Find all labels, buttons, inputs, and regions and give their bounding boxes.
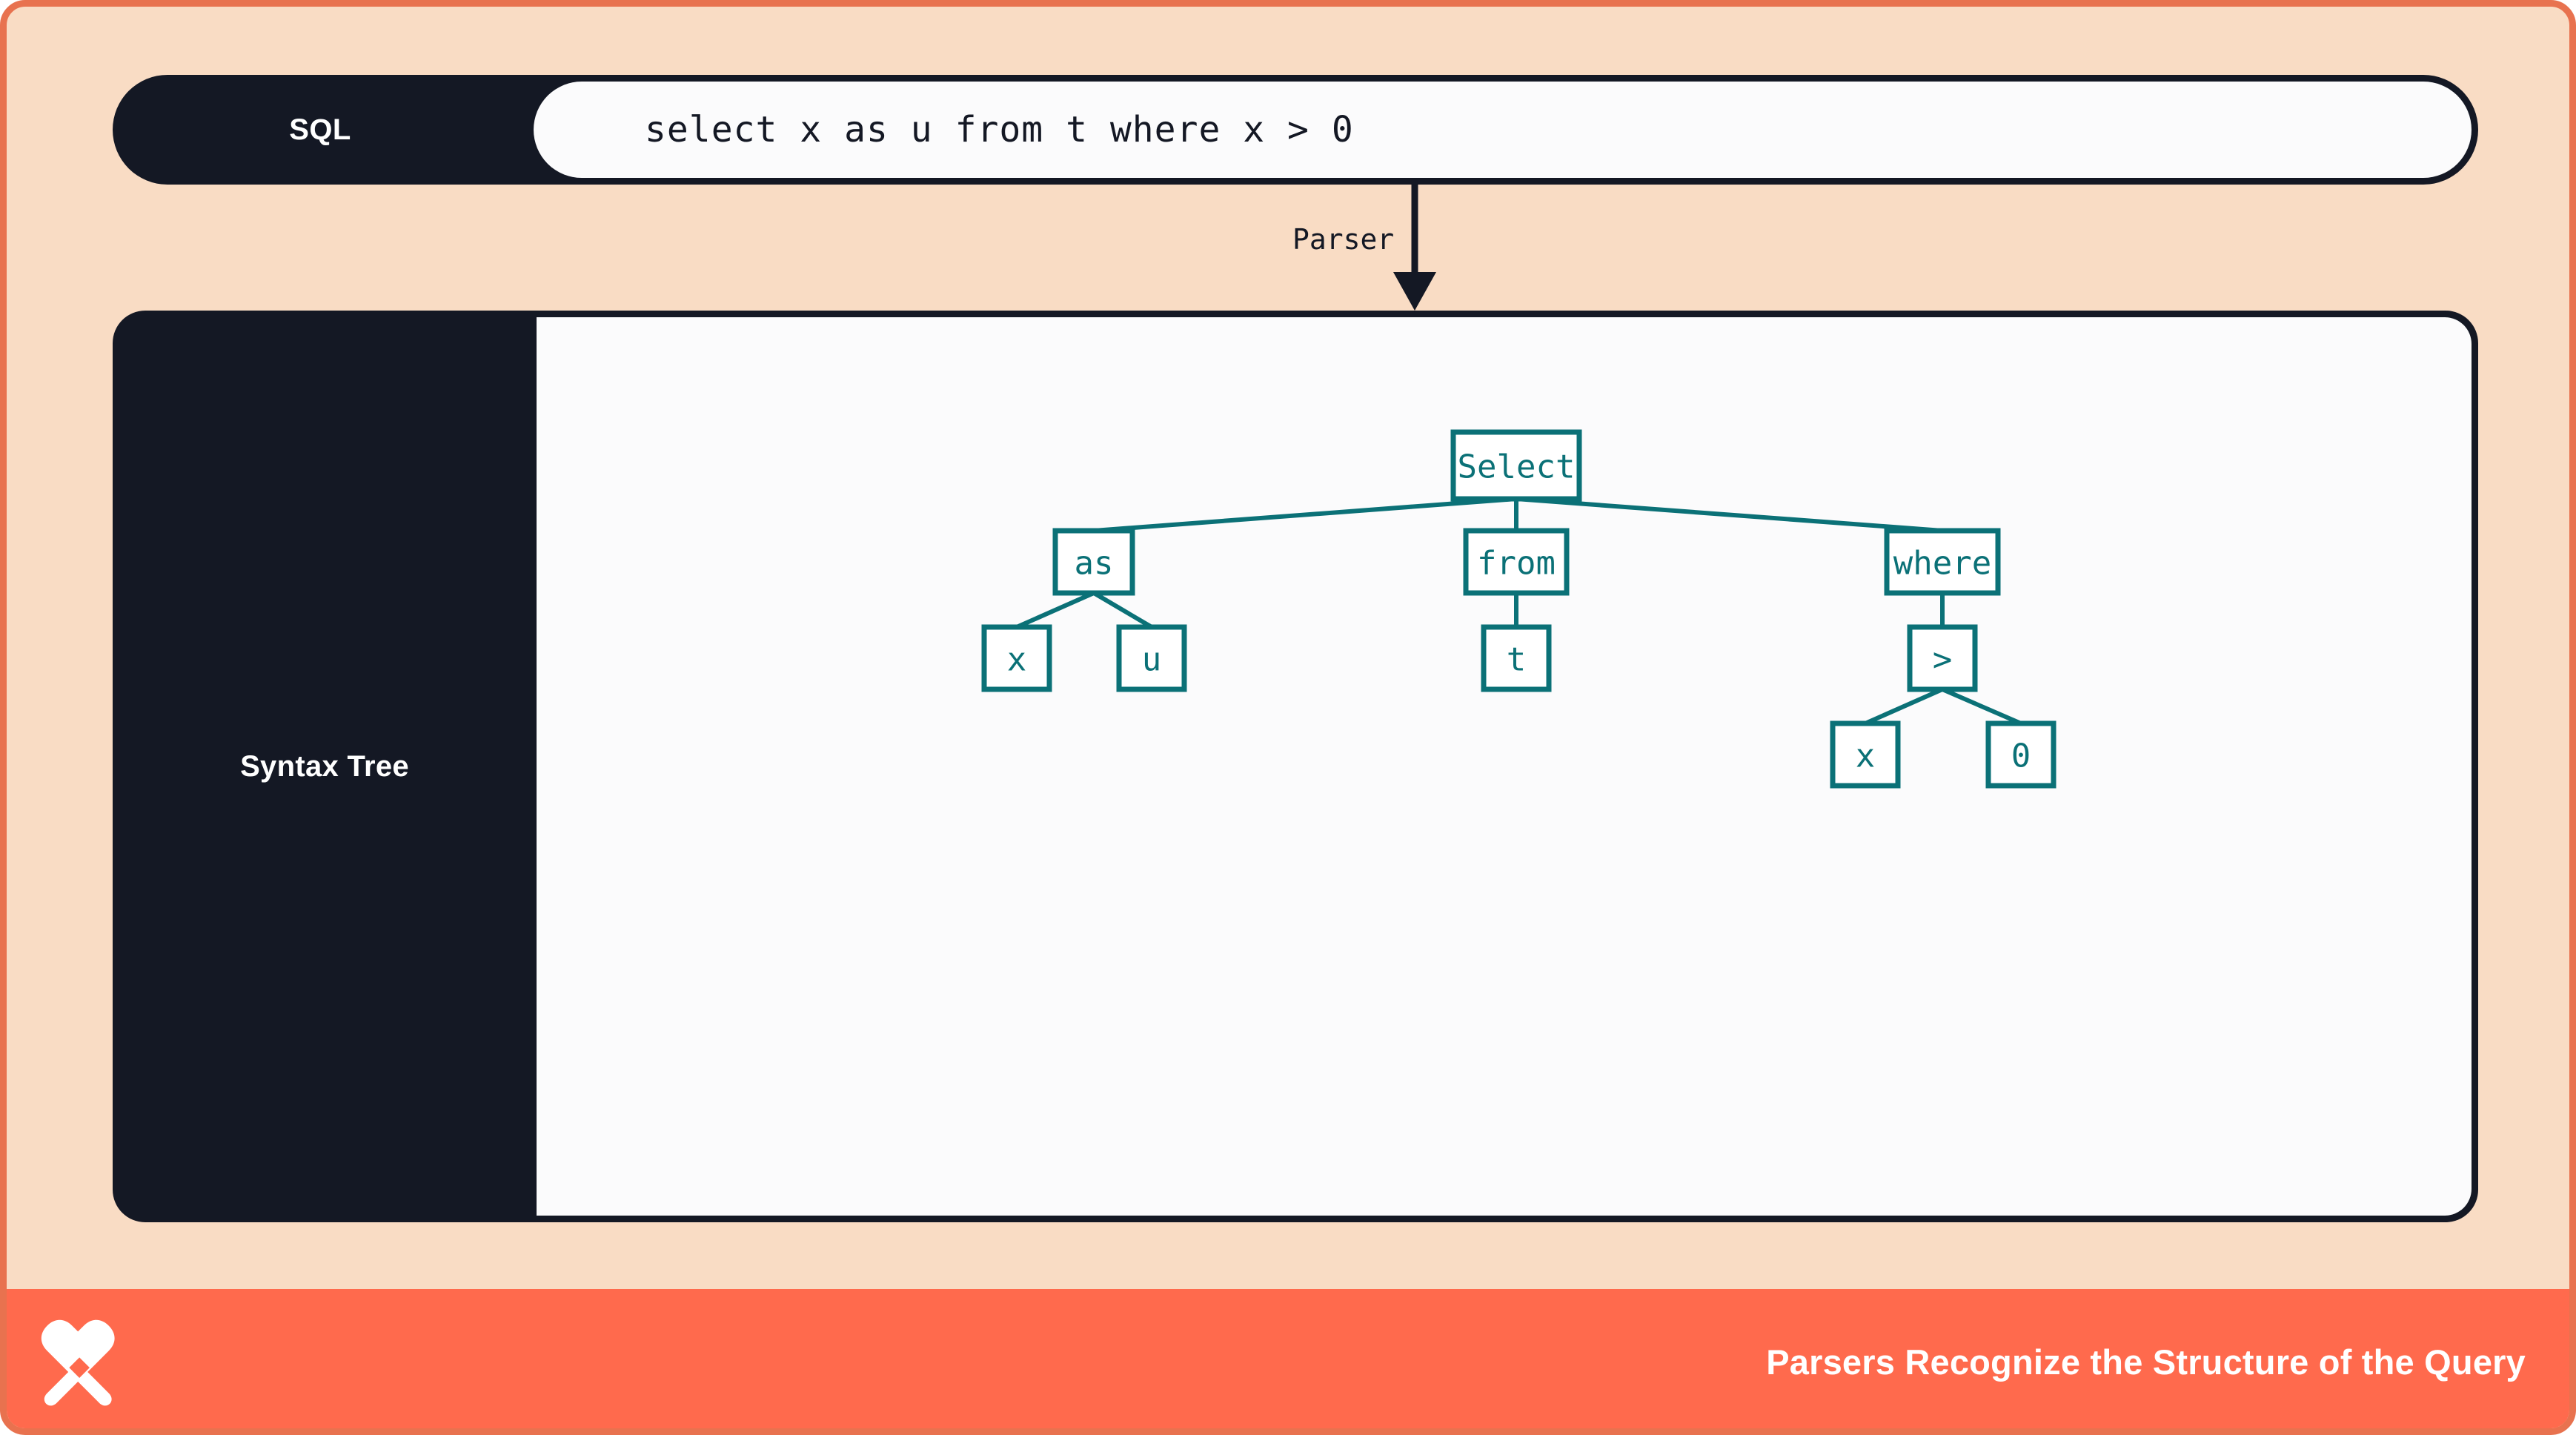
tree-node-gt[interactable]: > bbox=[1907, 624, 1978, 692]
tree-node-label: as bbox=[1075, 545, 1114, 583]
tree-node-select[interactable]: Select bbox=[1450, 429, 1582, 502]
tree-node-box bbox=[1830, 720, 1901, 789]
tree-node-box bbox=[1907, 624, 1978, 692]
parser-arrow bbox=[1267, 185, 1518, 314]
tree-node-label: u bbox=[1142, 641, 1162, 679]
tree-node-as-x[interactable]: x bbox=[981, 624, 1052, 692]
tree-node-box bbox=[1985, 720, 2057, 789]
sql-input-row: SQL select x as u from t where x > 0 bbox=[113, 75, 2478, 185]
tree-node-label: Select bbox=[1458, 448, 1576, 486]
tree-edge bbox=[1093, 497, 1517, 533]
tree-node-as-u[interactable]: u bbox=[1116, 624, 1187, 692]
tree-node-gt-0[interactable]: 0 bbox=[1985, 720, 2057, 789]
tree-node-gt-x[interactable]: x bbox=[1830, 720, 1901, 789]
tree-node-box bbox=[1450, 429, 1582, 502]
tree-node-box bbox=[1116, 624, 1187, 692]
tree-edge bbox=[1092, 591, 1153, 629]
tree-node-box bbox=[981, 624, 1052, 692]
tree-edge bbox=[1516, 497, 1943, 533]
tree-node-label: where bbox=[1893, 545, 1991, 583]
tree-node-from[interactable]: from bbox=[1463, 528, 1570, 596]
syntax-tree-canvas: Select as from where x u t > x 0 bbox=[537, 317, 2472, 1216]
tree-node-box bbox=[1481, 624, 1552, 692]
footer-banner: Parsers Recognize the Structure of the Q… bbox=[7, 1289, 2569, 1428]
tree-node-label: 0 bbox=[2011, 738, 2031, 775]
tree-node-box bbox=[1884, 528, 2001, 596]
sql-query-text: select x as u from t where x > 0 bbox=[645, 109, 1354, 150]
tree-node-where[interactable]: where bbox=[1884, 528, 2001, 596]
tree-node-as[interactable]: as bbox=[1052, 528, 1135, 596]
syntax-tree-panel: Syntax Tree Select as from where x u t > x 0 bbox=[113, 311, 2478, 1222]
footer-tagline: Parsers Recognize the Structure of the Q… bbox=[1766, 1342, 2526, 1382]
tree-edge bbox=[1015, 591, 1095, 629]
sql-label: SQL bbox=[289, 113, 351, 146]
tree-node-label: > bbox=[1933, 641, 1953, 679]
tree-edge bbox=[1941, 687, 2022, 726]
tree-node-label: from bbox=[1477, 545, 1556, 583]
butterfly-x-logo-icon bbox=[36, 1314, 132, 1411]
tree-node-label: x bbox=[1007, 641, 1027, 679]
tree-edge-group bbox=[1015, 497, 2022, 726]
tree-node-from-t[interactable]: t bbox=[1481, 624, 1552, 692]
tree-edge bbox=[1864, 687, 1944, 726]
tree-node-label: t bbox=[1507, 641, 1527, 679]
sql-query-field[interactable]: select x as u from t where x > 0 bbox=[534, 82, 2472, 178]
syntax-tree-label: Syntax Tree bbox=[240, 749, 409, 783]
tree-node-box bbox=[1463, 528, 1570, 596]
tree-node-label: x bbox=[1856, 738, 1876, 775]
tree-node-group: Select as from where x u t > x 0 bbox=[981, 429, 2057, 789]
parser-label: Parser bbox=[1292, 223, 1395, 256]
tree-node-box bbox=[1052, 528, 1135, 596]
